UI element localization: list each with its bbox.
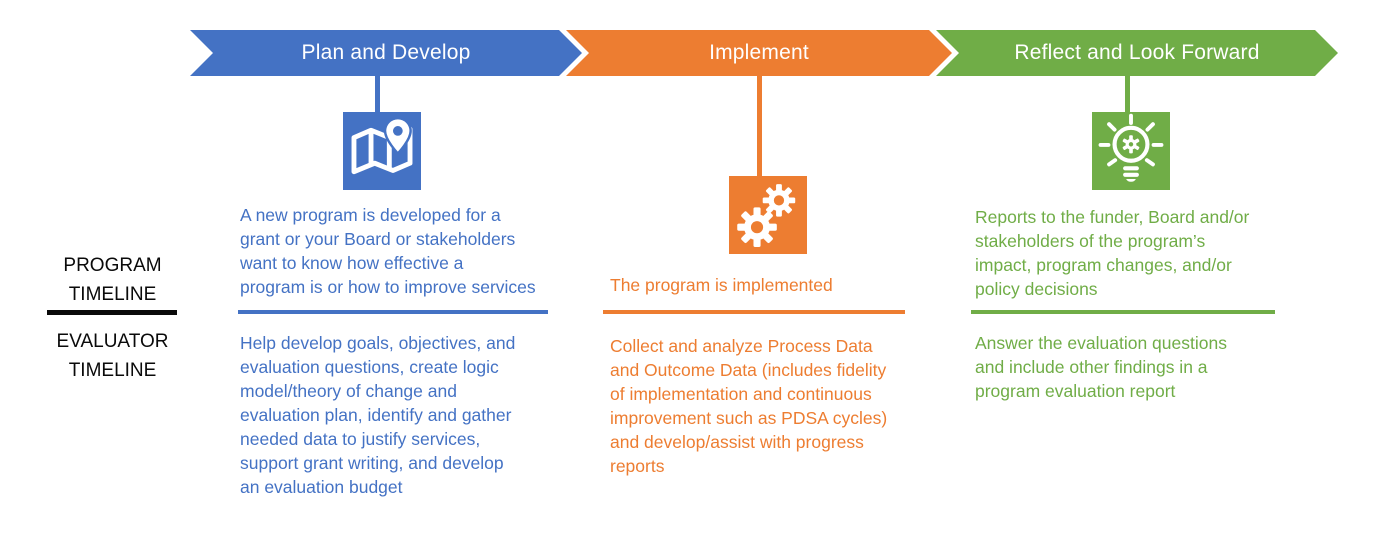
- plan-timeline-divider: [238, 310, 548, 314]
- plan-evaluator-text: Help develop goals, objectives, and eval…: [240, 333, 516, 497]
- phase-arrow-plan-and-develop: Plan and Develop: [190, 30, 582, 76]
- connector-line-reflect: [1125, 75, 1130, 112]
- lightbulb-gear-icon: [1092, 112, 1170, 190]
- plan-program-text: A new program is developed for a grant o…: [240, 205, 536, 297]
- phase-arrow-label: Implement: [709, 41, 809, 64]
- gears-icon: [729, 176, 807, 254]
- evaluator-timeline-label: EVALUATOR TIMELINE: [56, 331, 169, 381]
- reflect-program-text: Reports to the funder, Board and/or stak…: [975, 207, 1250, 299]
- reflect-evaluator-text: Answer the evaluation questions and incl…: [975, 333, 1227, 401]
- program-timeline-label: PROGRAM TIMELINE: [63, 255, 162, 305]
- connector-line-plan: [375, 75, 380, 112]
- implement-evaluator-text: Collect and analyze Process Data and Out…: [610, 336, 888, 476]
- connector-line-implement: [757, 75, 762, 176]
- phase-arrow-label: Reflect and Look Forward: [1014, 41, 1260, 64]
- phase-arrow-reflect-and-look-forward: Reflect and Look Forward: [936, 30, 1338, 76]
- phase-arrow-implement: Implement: [566, 30, 952, 76]
- phase-arrow-label: Plan and Develop: [301, 41, 471, 64]
- implement-timeline-divider: [603, 310, 905, 314]
- map-location-icon: [343, 112, 421, 190]
- reflect-timeline-divider: [971, 310, 1275, 314]
- implement-program-text: The program is implemented: [610, 275, 833, 295]
- program-evaluator-divider: [47, 310, 177, 315]
